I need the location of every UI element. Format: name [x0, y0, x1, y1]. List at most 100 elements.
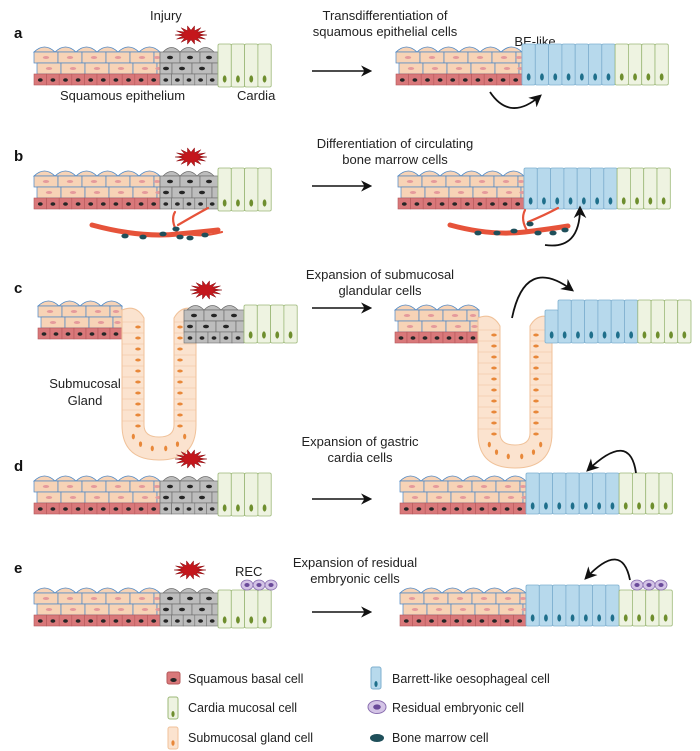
- barrett-nucleus: [579, 73, 584, 81]
- squamous-nucleus: [454, 325, 462, 328]
- basal-nucleus: [37, 202, 43, 206]
- squamous-nucleus: [480, 485, 488, 488]
- barrett-nucleus: [530, 502, 535, 510]
- basal-nucleus: [475, 78, 481, 82]
- barrett-nucleus: [557, 614, 562, 622]
- basal-nucleus: [462, 78, 468, 82]
- cardia-nucleus: [236, 616, 240, 624]
- basal-nucleus: [439, 202, 445, 206]
- cardia-epithelium: [618, 589, 673, 627]
- panel-c-title-line1: Expansion of submucosal: [306, 267, 454, 282]
- basal-nucleus: [75, 507, 81, 511]
- squamous-surface-cell: [459, 170, 484, 177]
- gland-nucleus: [533, 344, 539, 348]
- barrett-nucleus: [570, 502, 575, 510]
- basal-nucleus: [89, 332, 95, 336]
- injury-icon: [175, 25, 207, 45]
- barrett-nucleus: [608, 197, 613, 205]
- cardia-nucleus: [669, 331, 673, 339]
- squamous-nucleus: [45, 496, 53, 499]
- squamous-nucleus: [406, 325, 414, 328]
- squamous-nucleus: [505, 191, 513, 194]
- injured-nucleus: [203, 324, 209, 329]
- squamous-surface-cell: [417, 170, 442, 177]
- legend-label: Bone marrow cell: [392, 731, 489, 745]
- squamous-surface-cell: [36, 300, 61, 307]
- bone-marrow-cell: [534, 230, 542, 236]
- injured-nucleus: [167, 596, 173, 601]
- squamous-nucleus: [457, 191, 465, 194]
- squamous-nucleus: [90, 485, 98, 488]
- nucleus: [374, 681, 378, 687]
- bone-marrow-cell: [201, 232, 209, 238]
- cardia-nucleus: [648, 197, 653, 205]
- squamous-nucleus: [141, 496, 149, 499]
- squamous-nucleus: [480, 597, 488, 600]
- squamous-surface-cell: [461, 475, 486, 482]
- gland-outline: [121, 307, 197, 461]
- panel-label-d: d: [14, 458, 23, 475]
- panel-c-title-line2: glandular cells: [338, 283, 422, 298]
- squamous-nucleus: [138, 485, 146, 488]
- basal-nucleus: [515, 202, 521, 206]
- curved-arrow-icon: [544, 205, 587, 247]
- squamous-nucleus: [153, 597, 161, 600]
- basal-nucleus: [63, 619, 68, 623]
- basal-nucleus: [50, 202, 56, 206]
- squamous-surface-cell: [503, 587, 528, 594]
- panel-label-c: c: [14, 280, 22, 297]
- injured-nucleus: [206, 484, 212, 489]
- basal-nucleus: [53, 332, 59, 336]
- barrett-cell-shape: [370, 666, 382, 690]
- panel-e-title-line1: Expansion of residual: [293, 555, 417, 570]
- injured-nucleus: [206, 55, 212, 60]
- gland-nucleus: [177, 413, 183, 417]
- panel-d-title-line1: Expansion of gastric: [301, 434, 419, 449]
- squamous-surface-cell: [457, 46, 482, 53]
- basal-nucleus: [138, 78, 144, 82]
- barrett-nucleus: [597, 502, 602, 510]
- cardia-cell: [658, 589, 673, 627]
- basal-nucleus: [63, 78, 68, 82]
- basal-nucleus: [113, 78, 119, 82]
- cardia-nucleus: [236, 504, 240, 512]
- basal-nucleus: [88, 78, 94, 82]
- squamous-surface-cell: [482, 587, 507, 594]
- gland-nucleus: [491, 421, 497, 425]
- squamous-nucleus: [483, 496, 491, 499]
- squamous-surface-cell: [436, 46, 461, 53]
- injured-basal-nucleus: [186, 78, 192, 82]
- barrett-cell-icon: [370, 666, 382, 690]
- cardia-epithelium: [637, 299, 692, 344]
- injured-basal-nucleus: [175, 507, 180, 511]
- basal-nucleus: [466, 507, 472, 511]
- squamous-surface-cell: [137, 475, 162, 482]
- squamous-nucleus: [42, 56, 50, 59]
- injured-cell: [211, 186, 219, 199]
- basal-nucleus: [517, 619, 523, 623]
- gland-nucleus: [183, 433, 187, 440]
- squamous-nucleus: [73, 321, 81, 324]
- basal-nucleus: [126, 619, 131, 623]
- squamous-nucleus: [435, 608, 443, 611]
- barrett-nucleus: [581, 197, 586, 205]
- barrett-nucleus: [549, 331, 554, 339]
- cardia-cell: [257, 167, 272, 212]
- gland-nucleus: [491, 432, 497, 436]
- squamous-nucleus: [141, 67, 149, 70]
- legend-label: Barrett-like oesophageal cell: [392, 672, 550, 686]
- gland-nucleus: [533, 333, 539, 337]
- basal-nucleus: [151, 507, 157, 511]
- squamous-epithelium: [394, 46, 524, 86]
- injured-surface-cell: [203, 305, 222, 311]
- squamous-surface-cell: [440, 587, 465, 594]
- cardia-nucleus: [637, 502, 641, 510]
- squamous-surface-cell: [32, 475, 57, 482]
- cardia-cell: [257, 472, 272, 517]
- squamous-surface-cell: [414, 304, 439, 311]
- bone-marrow-cell: [176, 234, 184, 240]
- basal-nucleus: [37, 619, 43, 623]
- panel-e-title-line2: embryonic cells: [310, 571, 400, 586]
- basal-nucleus: [412, 78, 418, 82]
- injured-nucleus: [206, 596, 212, 601]
